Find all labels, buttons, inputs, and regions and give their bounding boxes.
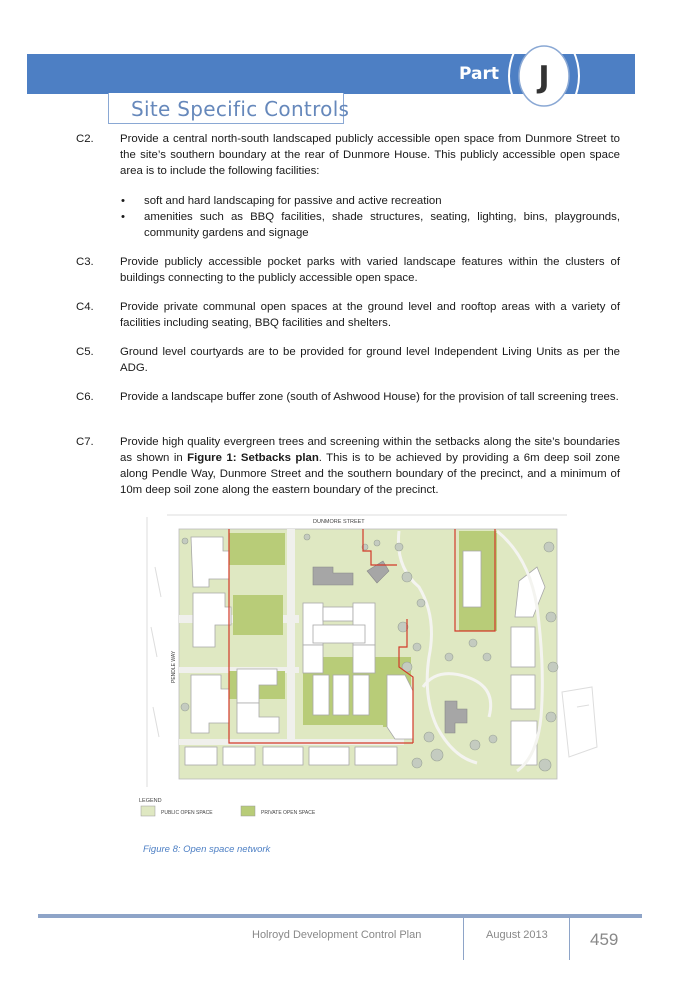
clause-text: Provide a landscape buffer zone (south o… <box>120 391 619 403</box>
clause-number: C5. <box>76 346 94 358</box>
footer-divider <box>569 918 570 960</box>
part-label: Part <box>459 64 499 84</box>
clause-number: C4. <box>76 301 94 313</box>
bullet-icon: • <box>121 195 125 207</box>
legend-title: LEGEND <box>139 798 162 804</box>
page-number: 459 <box>590 930 619 949</box>
footer-plan-name: Holroyd Development Control Plan <box>252 929 422 941</box>
bullet-icon: • <box>121 211 125 223</box>
clause-number: C2. <box>76 133 94 145</box>
footer-rule <box>38 914 642 918</box>
legend-label-public: PUBLIC OPEN SPACE <box>161 810 213 816</box>
section-title: Site Specific Controls <box>131 97 350 121</box>
legend-swatch-private <box>240 805 256 817</box>
clause-text-part: Provide high quality evergreen trees and… <box>120 436 620 464</box>
clause-text: Provide private communal open spaces at … <box>120 301 620 329</box>
bullet-text: amenities such as BBQ facilities, shade … <box>144 211 620 239</box>
part-letter: J <box>536 60 549 95</box>
clause-number: C6. <box>76 391 94 403</box>
clause-text: Provide publicly accessible pocket parks… <box>120 256 620 284</box>
open-space-plan: DUNMORE STREET PENDLE WAY LEGEND PUBLIC … <box>139 514 598 817</box>
clause-text-part: . This is to be achieved by providing a … <box>120 452 620 496</box>
footer-date: August 2013 <box>486 929 548 941</box>
clause-text: Provide a central north-south landscaped… <box>120 133 620 177</box>
figure-reference: Figure 1: Setbacks plan <box>187 452 319 464</box>
legend-label-private: PRIVATE OPEN SPACE <box>261 810 316 816</box>
clause-text: Provide high quality evergreen trees and… <box>120 434 620 498</box>
clause-number: C7. <box>76 436 94 448</box>
footer-divider <box>463 918 464 960</box>
clause-text: Ground level courtyards are to be provid… <box>120 346 620 374</box>
part-badge: J <box>508 45 580 107</box>
street-label-left: PENDLE WAY <box>171 650 177 683</box>
bullet-text: soft and hard landscaping for passive an… <box>144 195 442 207</box>
legend-swatch-public <box>140 805 156 817</box>
clause-number: C3. <box>76 256 94 268</box>
section-title-box <box>108 93 344 124</box>
street-label-top: DUNMORE STREET <box>313 519 365 525</box>
figure-caption: Figure 8: Open space network <box>143 844 271 855</box>
